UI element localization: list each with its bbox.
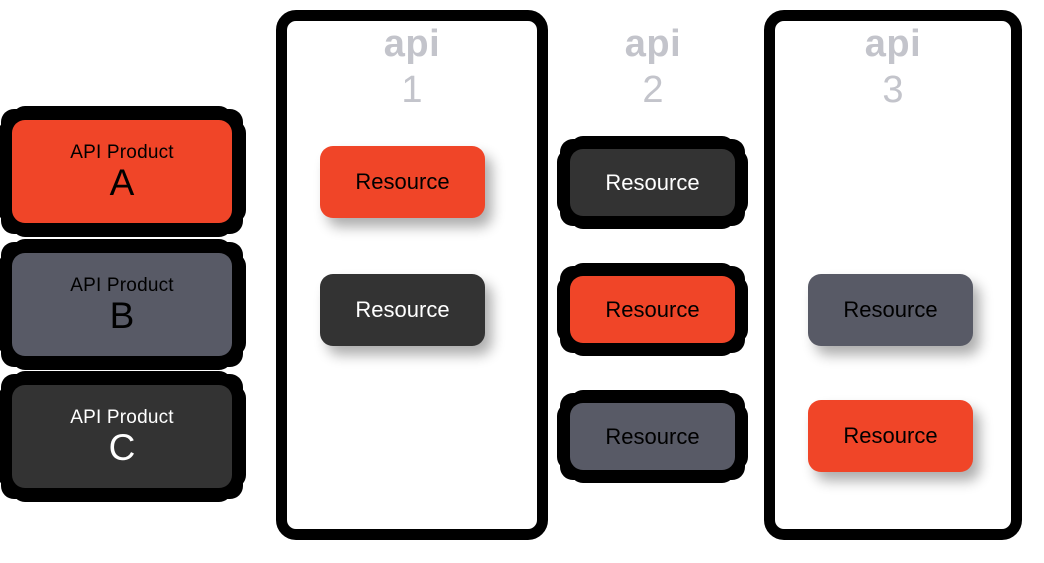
api-3-number: 3: [882, 69, 904, 111]
api-3-word: api: [864, 23, 922, 65]
api-2-number: 2: [642, 69, 664, 111]
api-1-resource-2[interactable]: Resource: [320, 274, 485, 346]
api-2-resource-3[interactable]: Resource: [570, 403, 735, 470]
api-1-word: api: [383, 23, 441, 65]
api-2-resource-2[interactable]: Resource: [570, 276, 735, 343]
api-2-word: api: [624, 23, 682, 65]
api-3-resource-2[interactable]: Resource: [808, 400, 973, 472]
api-1-number: 1: [401, 69, 423, 111]
api-1-resource-1[interactable]: Resource: [320, 146, 485, 218]
product-c-title: API Product: [70, 406, 174, 428]
product-a-letter: A: [109, 161, 135, 203]
product-b-title: API Product: [70, 274, 174, 296]
product-b-letter: B: [109, 294, 135, 336]
api-2-resource-1[interactable]: Resource: [570, 149, 735, 216]
product-c-letter: C: [108, 426, 136, 468]
product-a-title: API Product: [70, 141, 174, 163]
api-3-resource-1[interactable]: Resource: [808, 274, 973, 346]
